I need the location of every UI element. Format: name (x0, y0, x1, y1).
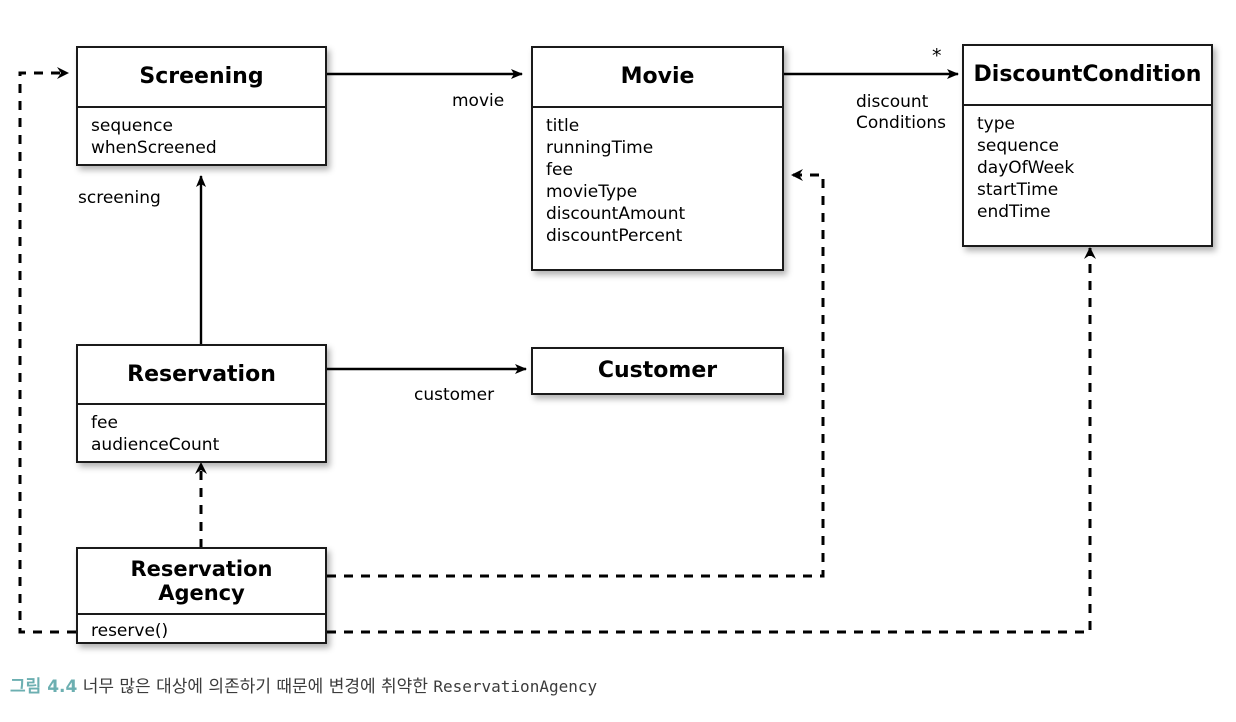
class-attributes-screening: sequence whenScreened (78, 108, 325, 166)
attribute-item: audienceCount (91, 435, 220, 456)
attribute-item: discountAmount (546, 204, 686, 225)
multiplicity-star-discount-conditions: * (932, 45, 942, 67)
class-divider-movie (533, 106, 782, 108)
class-box-discountcondition[interactable]: DiscountCondition type sequence dayOfWee… (962, 44, 1213, 247)
class-box-reservationagency[interactable]: Reservation Agency reserve() (76, 547, 327, 644)
edge-agency-to-screening-dependency (18, 67, 76, 634)
edge-agency-to-discountcondition-dependency (327, 247, 1096, 634)
attribute-item: dayOfWeek (977, 158, 1075, 179)
figure-number: 그림 4.4 (10, 677, 78, 697)
attribute-item: sequence (91, 116, 173, 136)
edge-label-customer: customer (414, 385, 495, 405)
attribute-item: title (546, 116, 580, 136)
class-title-reservationagency: Reservation Agency (130, 556, 273, 605)
class-divider-discountcondition (964, 104, 1211, 106)
class-box-movie[interactable]: Movie title runningTime fee movieType di… (531, 46, 784, 271)
attribute-item: sequence (977, 136, 1059, 157)
attribute-item: endTime (977, 202, 1051, 223)
figure-caption-text: 너무 많은 대상에 의존하기 때문에 변경에 취약한 (77, 677, 434, 697)
figure-caption-code: ReservationAgency (433, 677, 598, 696)
class-box-customer[interactable]: Customer (531, 347, 784, 395)
class-title-customer: Customer (597, 358, 718, 384)
class-divider-reservationagency (78, 613, 325, 615)
attribute-item: fee (91, 413, 118, 433)
attribute-item: startTime (977, 180, 1059, 201)
class-title-screening: Screening (139, 64, 264, 90)
class-attributes-reservation: fee audienceCount (78, 405, 325, 463)
class-attributes-movie: title runningTime fee movieType discount… (533, 108, 782, 255)
attribute-item: discountPercent (546, 226, 683, 247)
figure-caption: 그림 4.4 너무 많은 대상에 의존하기 때문에 변경에 취약한 Reserv… (10, 672, 597, 697)
class-title-reservation: Reservation (127, 361, 276, 387)
attribute-item: movieType (546, 182, 638, 203)
attribute-item: runningTime (546, 138, 654, 159)
class-divider-screening (78, 106, 325, 108)
edge-label-movie: movie (452, 91, 505, 111)
edge-label-screening: screening (78, 188, 161, 208)
class-title-movie: Movie (620, 64, 695, 90)
class-box-screening[interactable]: Screening sequence whenScreened (76, 46, 327, 166)
attribute-item: whenScreened (91, 138, 217, 159)
class-box-reservation[interactable]: Reservation fee audienceCount (76, 344, 327, 463)
class-title-discountcondition: DiscountCondition (973, 62, 1202, 88)
attribute-item: type (977, 114, 1015, 134)
class-divider-reservation (78, 403, 325, 405)
attribute-item: fee (546, 160, 573, 181)
edge-label-discount-conditions: discount Conditions (856, 92, 946, 133)
class-attributes-discountcondition: type sequence dayOfWeek startTime endTim… (964, 106, 1211, 230)
operation-item: reserve() (91, 621, 169, 641)
class-operations-reservationagency: reserve() (78, 615, 325, 647)
